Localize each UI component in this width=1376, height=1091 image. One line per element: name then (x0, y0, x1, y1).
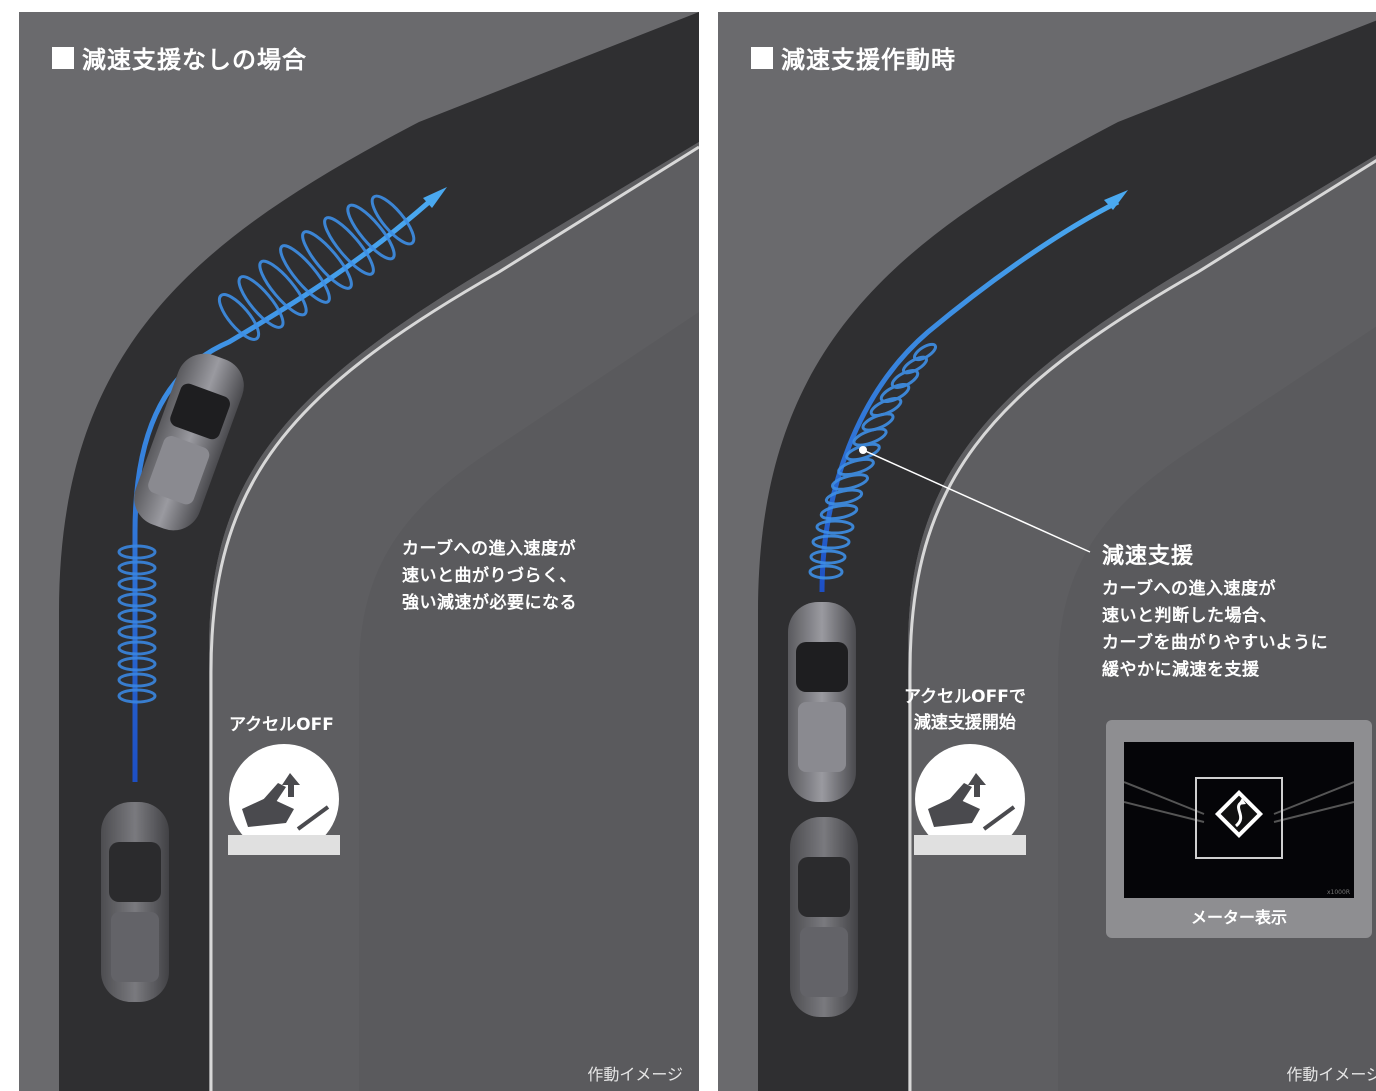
caption: カーブへの進入速度が 速いと判断した場合、 カーブを曲がりやすいように 緩やかに… (1102, 576, 1328, 684)
accelerator-pedal-icon (914, 744, 1026, 855)
title-square-icon (52, 46, 74, 69)
page-title: 減速支援なしの場合 (52, 40, 307, 75)
assist-heading: 減速支援 (1102, 544, 1195, 569)
meter-label: メーター表示 (1190, 908, 1287, 927)
caption-line: 緩やかに減速を支援 (1102, 660, 1260, 680)
panel-without-assist: 減速支援なしの場合 カーブへの進入速度が 速いと曲がりづらく、 強い減速が必要に… (19, 12, 699, 1091)
callout-dot (859, 446, 867, 454)
road (59, 12, 699, 1091)
callout-line (862, 449, 1091, 553)
footer-note: 作動イメージ (587, 1065, 683, 1084)
car-icon (134, 353, 244, 531)
arrow-icon (423, 187, 447, 208)
meter-screen: x1000R (1124, 742, 1354, 898)
arrow-icon (1104, 190, 1128, 210)
meter-display-panel: x1000R メーター表示 (1106, 720, 1372, 938)
road-scene (59, 12, 699, 1091)
car-icon (101, 802, 169, 1002)
pedal-label-line: アクセルOFFで (904, 687, 1026, 707)
caption: カーブへの進入速度が 速いと曲がりづらく、 強い減速が必要になる (402, 536, 577, 617)
title-square-icon (751, 46, 773, 69)
meter-odo: x1000R (1327, 889, 1350, 896)
road-inner-edge (359, 312, 699, 1091)
caption-line: 速いと判断した場合、 (1102, 606, 1277, 626)
oscillation (808, 342, 938, 580)
road (758, 20, 1376, 1091)
pedal-label: アクセルOFFで 減速支援開始 (904, 684, 1026, 736)
caption-line: 速いと曲がりづらく、 (402, 566, 577, 586)
caption-line: 強い減速が必要になる (402, 593, 577, 613)
caption-line: カーブを曲がりやすいように (1102, 633, 1329, 653)
vehicle-path (132, 200, 431, 782)
footer-note: 作動イメージ (1286, 1065, 1376, 1084)
car-icon (790, 817, 858, 1017)
car-icon (788, 602, 856, 802)
pedal-label-line: 減速支援開始 (913, 713, 1016, 733)
caption-line: カーブへの進入速度が (1102, 579, 1276, 599)
page-title: 減速支援作動時 (751, 40, 956, 75)
lane-line (908, 158, 1376, 1091)
pedal-label: アクセルOFF (229, 715, 334, 735)
meter-graphic (1124, 777, 1354, 859)
oscillation-lower (117, 544, 157, 704)
lane-line (209, 145, 699, 1091)
panel-with-assist: 減速支援作動時 減速支援 カーブへの進入速度が 速いと判断した場合、 カーブを曲… (718, 12, 1376, 1091)
caption-line: カーブへの進入速度が (402, 539, 576, 559)
title-text: 減速支援なしの場合 (82, 46, 307, 74)
accelerator-pedal-icon (228, 744, 340, 855)
oscillation-upper (217, 194, 416, 341)
winding-road-sign-icon (1214, 789, 1264, 839)
title-text: 減速支援作動時 (781, 46, 956, 74)
